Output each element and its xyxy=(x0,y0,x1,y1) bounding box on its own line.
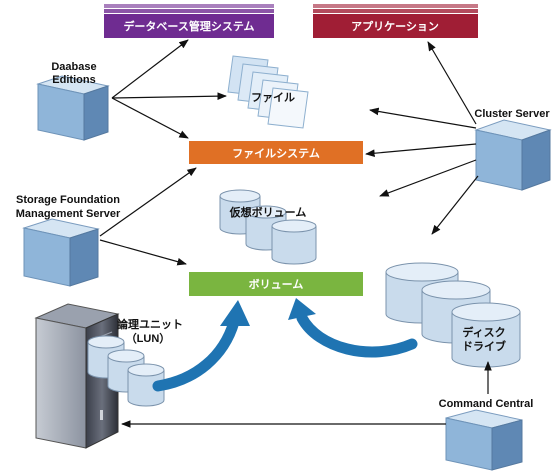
command-central-label: Command Central xyxy=(439,398,534,410)
virtual-volume-label: 仮想ボリューム xyxy=(229,205,307,219)
logical-unit-label-line2: （LUN） xyxy=(126,332,171,345)
application-bar-fill xyxy=(313,14,478,38)
disk-drive-cylinders-icon xyxy=(385,262,521,368)
arrow-db-to-dbms xyxy=(111,39,189,99)
logical-unit-label-line1: 論理ユニット xyxy=(117,317,183,331)
arrow-db-to-file xyxy=(111,92,227,100)
lun-to-volume-curved-arrow xyxy=(152,300,250,392)
cluster-server-cube-icon xyxy=(474,119,552,191)
database-management-system-bar: データベース管理システム xyxy=(104,4,274,38)
disk-drive-label-line1: ディスク xyxy=(462,325,505,339)
disks-to-volume-curved-arrow xyxy=(288,298,418,358)
application-bar: アプリケーション xyxy=(313,4,478,38)
database-editions-label-line1: Daabase xyxy=(51,61,96,73)
application-label: アプリケーション xyxy=(351,19,439,33)
arrow-sf-to-filesystem xyxy=(99,167,197,237)
virtual-volume-cylinders-icon xyxy=(219,189,317,265)
file-system-bar: ファイルシステム xyxy=(189,141,363,164)
volume-label: ボリューム xyxy=(249,277,304,291)
arrow-cluster-to-app xyxy=(427,41,477,125)
arrow-cluster-to-disks xyxy=(431,175,479,235)
storage-foundation-label-line1: Storage Foundation xyxy=(16,194,120,206)
database-management-system-label: データベース管理システム xyxy=(123,19,254,33)
storage-foundation-label-line2: Management Server xyxy=(16,208,121,220)
cluster-server-label: Cluster Server xyxy=(474,108,550,120)
database-editions-label-line2: Editions xyxy=(52,74,95,86)
command-central-cube-icon xyxy=(445,409,523,471)
database-management-system-bar-fill xyxy=(104,14,274,38)
lun-cylinders-icon xyxy=(87,335,165,407)
storage-foundation-cube-icon xyxy=(22,218,100,287)
volume-bar-fill xyxy=(189,272,363,296)
arrow-cluster-to-vvol xyxy=(379,159,477,197)
file-system-bar-fill xyxy=(189,141,363,164)
disk-drive-label-line2: ドライブ xyxy=(462,339,506,353)
database-editions-cube-icon xyxy=(36,75,110,141)
connector-arrows xyxy=(99,39,492,428)
volume-bar: ボリューム xyxy=(189,272,363,296)
arrow-sf-to-volume xyxy=(99,239,187,266)
arrow-cluster-to-file xyxy=(369,107,477,129)
file-system-label: ファイルシステム xyxy=(232,147,320,160)
arrow-db-to-filesystem xyxy=(111,97,189,139)
file-label: ファイル xyxy=(251,91,295,104)
arrow-cluster-to-filesystem xyxy=(365,143,477,158)
files-stack-icon xyxy=(227,55,309,129)
